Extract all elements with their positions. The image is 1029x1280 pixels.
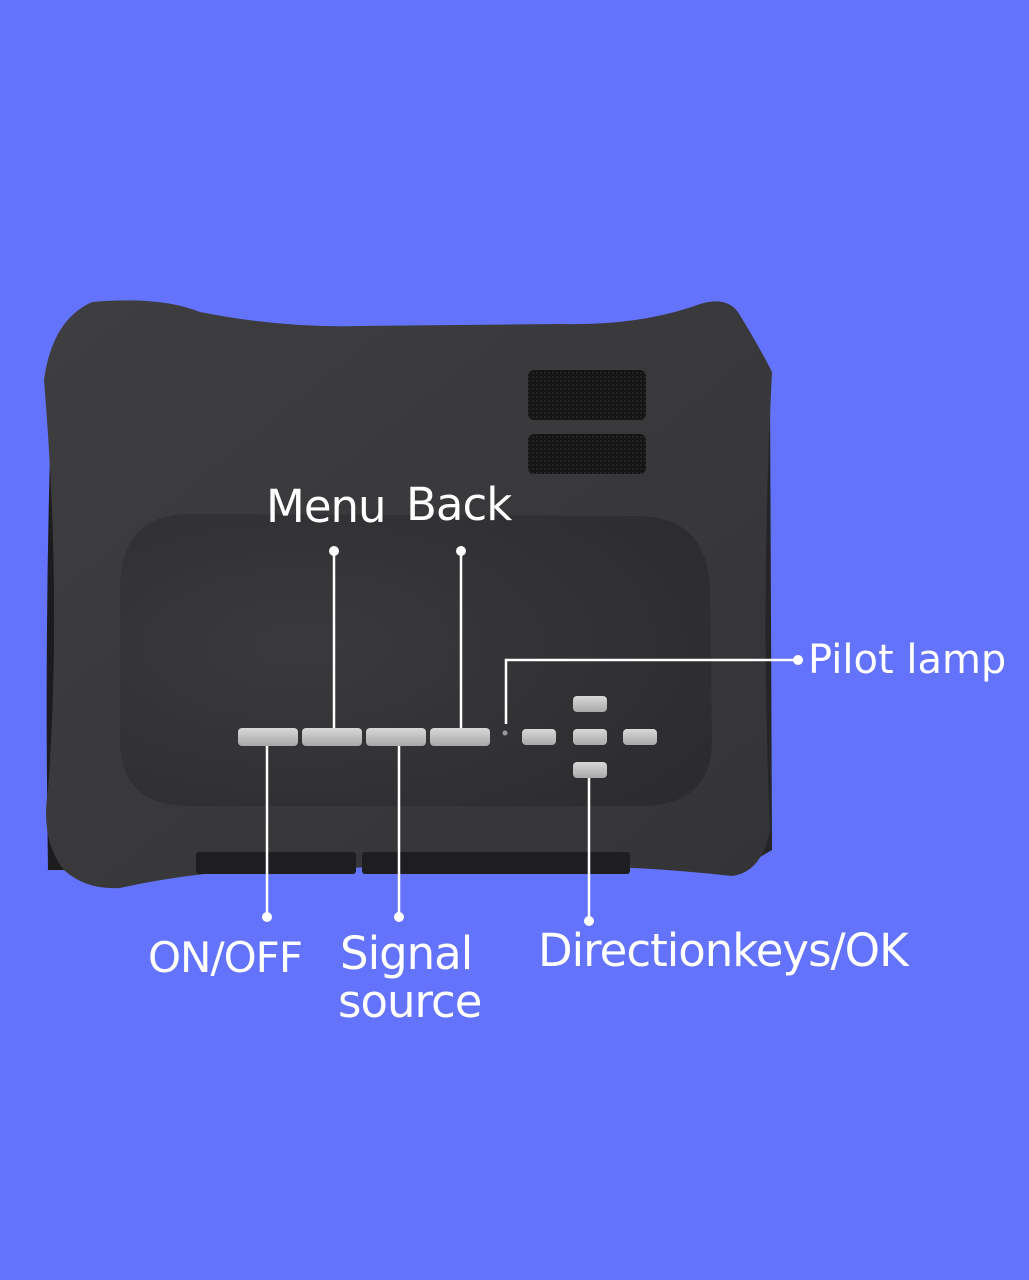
signal-source-label-line2: source — [338, 975, 482, 1028]
signal-leader-dot — [394, 912, 404, 922]
focus-wheel-bottom — [528, 434, 646, 474]
focus-wheel-top — [528, 370, 646, 420]
back-label: Back — [406, 478, 512, 531]
on-off-button[interactable] — [238, 728, 298, 746]
direction-leader-dot — [584, 916, 594, 926]
on-off-label: ON/OFF — [148, 933, 303, 982]
pilot-lamp-leader — [504, 658, 796, 724]
signal-source-label-line1: Signal — [340, 927, 473, 980]
signal-source-button[interactable] — [366, 728, 426, 746]
signal-source-label: Signal source — [338, 927, 482, 1028]
pilot-lamp — [502, 730, 508, 736]
direction-left-key[interactable] — [522, 729, 556, 745]
menu-label: Menu — [266, 480, 387, 533]
on-off-leader-dot — [262, 912, 272, 922]
direction-right-key[interactable] — [623, 729, 657, 745]
bottom-vent-right — [362, 852, 630, 874]
leader-lines — [265, 552, 796, 920]
leader-dots — [262, 546, 803, 926]
back-leader-dot — [456, 546, 466, 556]
direction-up-key[interactable] — [573, 696, 607, 712]
back-button[interactable] — [430, 728, 490, 746]
pilot-lamp-label: Pilot lamp — [808, 637, 1007, 683]
ok-key[interactable] — [573, 729, 607, 745]
pilot-lamp-leader-dot — [793, 655, 803, 665]
direction-down-key[interactable] — [573, 762, 607, 778]
menu-button[interactable] — [302, 728, 362, 746]
bottom-vent-left — [196, 852, 356, 874]
menu-leader-dot — [329, 546, 339, 556]
direction-keys-label: Directionkeys/OK — [538, 924, 909, 977]
